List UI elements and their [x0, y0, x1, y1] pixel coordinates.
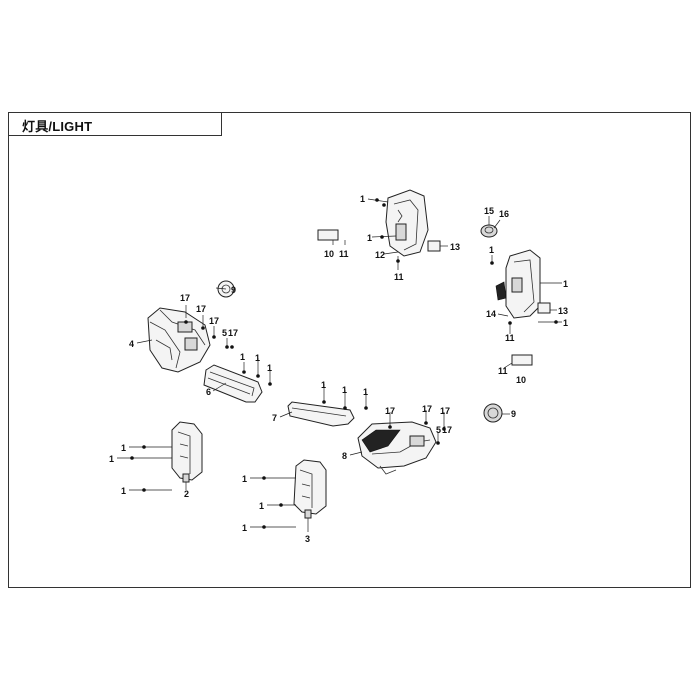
callout-11: 11 — [505, 333, 515, 343]
callout-5: 5 — [222, 328, 227, 338]
callout-17: 17 — [442, 425, 452, 435]
callout-1: 1 — [363, 387, 368, 397]
part-light-bar-left — [203, 364, 263, 403]
callout-4: 4 — [129, 339, 134, 349]
part-headlight-right — [357, 421, 437, 475]
part-headlight-left — [147, 307, 211, 373]
callout-1: 1 — [121, 486, 126, 496]
part-tail-light-right — [495, 249, 541, 319]
callout-1: 1 — [321, 380, 326, 390]
callout-16: 16 — [499, 209, 509, 219]
callout-13: 13 — [558, 306, 568, 316]
part-indicator-center — [293, 459, 327, 519]
part-pad-right — [537, 302, 551, 314]
callout-17: 17 — [180, 293, 190, 303]
callout-5: 5 — [436, 425, 441, 435]
leader-lines — [117, 198, 562, 532]
callout-11: 11 — [498, 366, 508, 376]
callout-7: 7 — [272, 413, 277, 423]
callout-14: 14 — [486, 309, 496, 319]
callout-1: 1 — [342, 385, 347, 395]
callout-6: 6 — [206, 387, 211, 397]
diagram-frame — [8, 112, 691, 588]
part-grommet-right — [483, 403, 503, 423]
part-tail-light-upper — [385, 189, 429, 257]
callout-3: 3 — [305, 534, 310, 544]
fastener-dots — [130, 198, 558, 529]
callout-1: 1 — [563, 318, 568, 328]
callout-1: 1 — [267, 363, 272, 373]
callout-1: 1 — [240, 352, 245, 362]
callout-1: 1 — [255, 353, 260, 363]
callout-1: 1 — [367, 233, 372, 243]
callout-11: 11 — [394, 272, 404, 282]
callout-10: 10 — [324, 249, 334, 259]
callout-10: 10 — [516, 375, 526, 385]
callout-15: 15 — [484, 206, 494, 216]
part-light-bar-center — [287, 401, 355, 427]
callout-17: 17 — [228, 328, 238, 338]
callout-13: 13 — [450, 242, 460, 252]
callout-9: 9 — [511, 409, 516, 419]
callout-17: 17 — [440, 406, 450, 416]
callout-17: 17 — [196, 304, 206, 314]
callout-1: 1 — [259, 501, 264, 511]
callout-labels: 1 1 12 11 10 11 13 15 16 1 1 13 14 1 11 … — [109, 194, 568, 544]
callout-17: 17 — [422, 404, 432, 414]
callout-9: 9 — [231, 285, 236, 295]
callout-17: 17 — [385, 406, 395, 416]
callout-1: 1 — [242, 523, 247, 533]
part-indicator-left — [171, 421, 203, 483]
callout-8: 8 — [342, 451, 347, 461]
callout-1: 1 — [109, 454, 114, 464]
callout-17: 17 — [209, 316, 219, 326]
title-box — [8, 112, 222, 136]
part-reflector-lower — [511, 354, 533, 366]
callout-2: 2 — [184, 489, 189, 499]
page-title: 灯具/LIGHT — [22, 119, 93, 134]
callout-1: 1 — [360, 194, 365, 204]
callout-11: 11 — [339, 249, 349, 259]
callout-12: 12 — [375, 250, 385, 260]
part-reflector-upper — [317, 229, 339, 241]
callout-1: 1 — [121, 443, 126, 453]
callout-1: 1 — [489, 245, 494, 255]
callout-1: 1 — [563, 279, 568, 289]
part-pad-upper — [427, 240, 441, 252]
callout-1: 1 — [242, 474, 247, 484]
